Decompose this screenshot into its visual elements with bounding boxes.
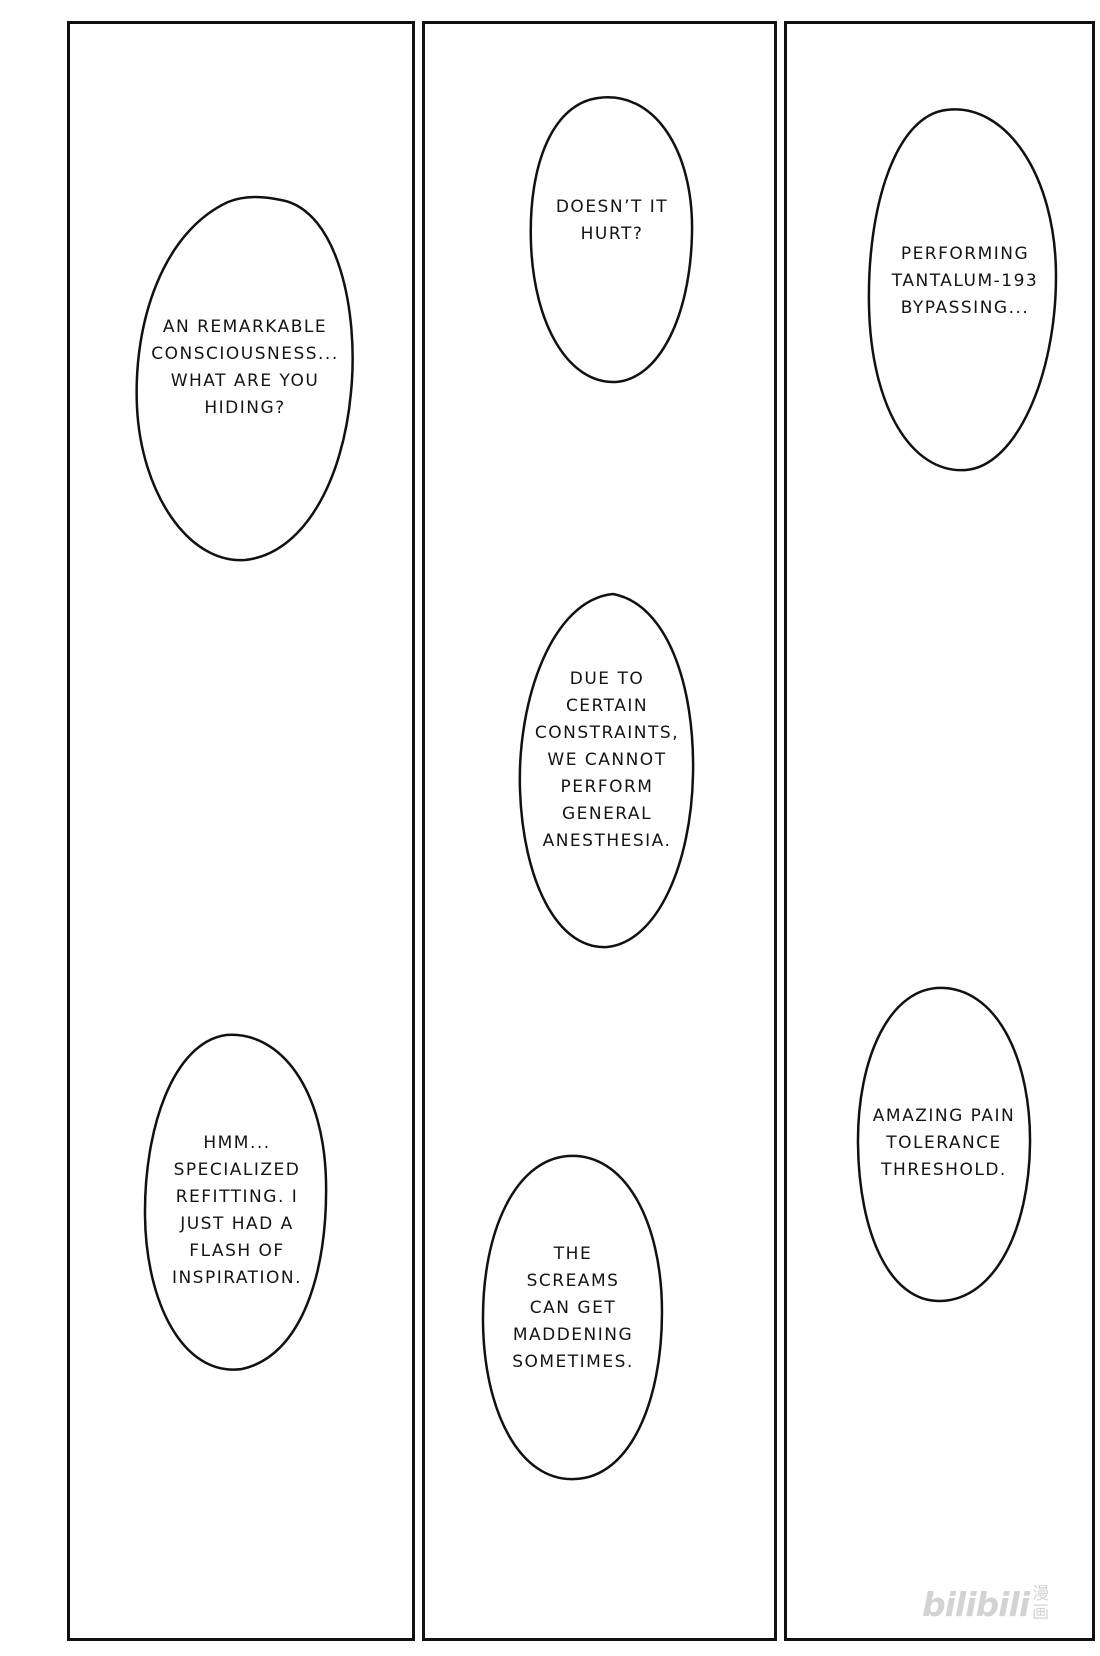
speech-bubble: AMAZING PAIN TOLERANCE THRESHOLD. [855, 984, 1032, 1303]
speech-line: CERTAIN [565, 696, 649, 716]
speech-bubble-text: AN REMARKABLE CONSCIOUSNESS... WHAT ARE … [145, 314, 345, 422]
speech-bubble-outline [135, 195, 354, 562]
comic-panel-middle: DOESN’T IT HURT? DUE TO CERTAIN CONSTRAI… [422, 21, 777, 1641]
speech-line: AMAZING PAIN [872, 1106, 1016, 1126]
speech-line: CONSTRAINTS, [534, 723, 680, 743]
speech-line: PERFORMING [900, 244, 1030, 264]
speech-bubble-text: DOESN’T IT HURT? [532, 194, 692, 248]
speech-line: HIDING? [204, 398, 286, 418]
bilibili-watermark: bilibili 漫 画 [922, 1585, 1049, 1625]
speech-line: AN REMARKABLE [162, 317, 328, 337]
speech-bubble-outline [867, 108, 1058, 472]
speech-line: SCREAMS [526, 1271, 620, 1291]
watermark-logo-text: bilibili [922, 1585, 1030, 1624]
speech-line: HURT? [580, 224, 644, 244]
speech-line: ANESTHESIA. [542, 831, 672, 851]
speech-line: MADDENING [512, 1325, 634, 1345]
speech-line: WHAT ARE YOU [170, 371, 320, 391]
speech-line: JUST HAD A [180, 1214, 294, 1234]
speech-line: DUE TO [569, 669, 645, 689]
speech-line: FLASH OF [189, 1241, 285, 1261]
speech-bubble-text: PERFORMING TANTALUM-193 BYPASSING... [872, 241, 1058, 322]
speech-bubble-outline [529, 96, 694, 384]
speech-line: TANTALUM-193 [891, 271, 1039, 291]
speech-bubble: DUE TO CERTAIN CONSTRAINTS, WE CANNOT PE… [517, 590, 695, 949]
speech-line: DOESN’T IT [555, 197, 669, 217]
comic-panel-right: PERFORMING TANTALUM-193 BYPASSING... AMA… [784, 21, 1095, 1641]
speech-line: PERFORM [560, 777, 654, 797]
speech-bubble-text: DUE TO CERTAIN CONSTRAINTS, WE CANNOT PE… [517, 666, 697, 855]
speech-line: WE CANNOT [547, 750, 667, 770]
speech-bubble: THE SCREAMS CAN GET MADDENING SOMETIMES. [480, 1152, 664, 1481]
speech-line: CAN GET [529, 1298, 617, 1318]
speech-line: SOMETIMES. [512, 1352, 634, 1372]
speech-bubble-text: THE SCREAMS CAN GET MADDENING SOMETIMES. [480, 1241, 666, 1376]
speech-line: TOLERANCE [886, 1133, 1002, 1153]
speech-bubble: DOESN’T IT HURT? [528, 94, 694, 384]
watermark-cjk-top: 漫 [1032, 1584, 1050, 1604]
speech-bubble-outline [143, 1033, 328, 1371]
speech-bubble: PERFORMING TANTALUM-193 BYPASSING... [866, 106, 1058, 472]
speech-line: CONSCIOUSNESS... [151, 344, 339, 364]
speech-bubble: HMM... SPECIALIZED REFITTING. I JUST HAD… [142, 1031, 328, 1371]
watermark-cjk: 漫 画 [1032, 1585, 1049, 1623]
speech-bubble-outline [481, 1154, 664, 1481]
speech-line: THRESHOLD. [881, 1160, 1007, 1180]
speech-bubble-text: AMAZING PAIN TOLERANCE THRESHOLD. [855, 1103, 1033, 1184]
speech-line: REFITTING. I [175, 1187, 299, 1207]
comic-panel-left: AN REMARKABLE CONSCIOUSNESS... WHAT ARE … [67, 21, 415, 1641]
speech-bubble-outline [856, 986, 1032, 1303]
speech-line: BYPASSING... [900, 298, 1030, 318]
speech-line: INSPIRATION. [171, 1268, 303, 1288]
speech-line: SPECIALIZED [173, 1160, 301, 1180]
speech-line: THE [553, 1244, 593, 1264]
watermark-cjk-bottom: 画 [1032, 1603, 1050, 1623]
speech-bubble-outline [518, 592, 695, 949]
speech-line: HMM... [203, 1133, 271, 1153]
speech-bubble: AN REMARKABLE CONSCIOUSNESS... WHAT ARE … [133, 192, 354, 562]
speech-bubble-text: HMM... SPECIALIZED REFITTING. I JUST HAD… [142, 1130, 332, 1292]
speech-line: GENERAL [561, 804, 653, 824]
